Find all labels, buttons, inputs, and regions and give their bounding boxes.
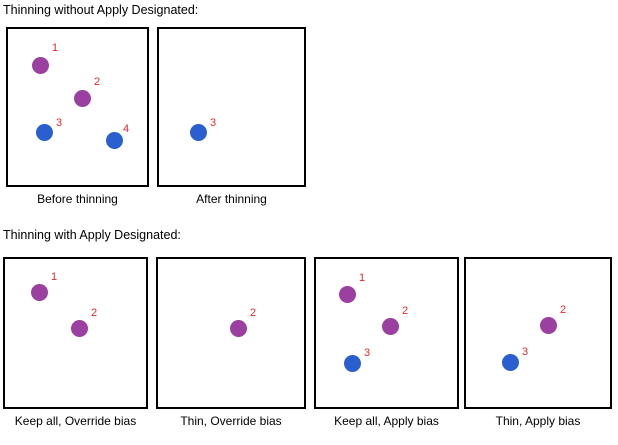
caption-thin-override-bias: Thin, Override bias [180,414,282,428]
point-2-purple [71,320,88,337]
point-2-purple [74,90,91,107]
caption-thin-apply-bias: Thin, Apply bias [495,414,581,428]
caption-keep-all-apply-bias: Keep all, Apply bias [334,414,439,428]
point-3-blue [36,124,53,141]
point-1-purple [339,286,356,303]
section-title-thinning-with-apply-designated: Thinning with Apply Designated: [3,228,181,242]
point-label-2: 2 [402,305,409,317]
caption-keep-all-override-bias: Keep all, Override bias [14,414,137,428]
point-3-blue [502,354,519,371]
point-label-1: 1 [51,271,58,283]
point-label-2: 2 [560,304,567,316]
panel-thin-apply-bias: 2 3 [464,257,612,409]
point-3-blue [190,124,207,141]
caption-before-thinning: Before thinning [37,192,118,206]
point-label-2: 2 [250,307,257,319]
point-label-2: 2 [91,307,98,319]
point-label-3: 3 [210,117,217,129]
point-2-purple [540,317,557,334]
panel-after-thinning: 3 [157,27,306,187]
panel-before-thinning: 1 2 3 4 [6,27,149,187]
panel-thin-override-bias: 2 [156,257,306,409]
point-label-4: 4 [123,123,130,135]
point-1-purple [31,284,48,301]
point-1-purple [32,57,49,74]
point-label-3: 3 [364,347,371,359]
panel-keep-all-override-bias: 1 2 [3,257,148,409]
point-3-blue [344,355,361,372]
point-2-purple [382,318,399,335]
point-label-2: 2 [94,76,101,88]
section-title-thinning-without-apply-designated: Thinning without Apply Designated: [3,3,199,17]
point-4-blue [106,132,123,149]
point-2-purple [230,320,247,337]
point-label-1: 1 [359,272,366,284]
point-label-3: 3 [522,346,529,358]
point-label-1: 1 [52,42,59,54]
caption-after-thinning: After thinning [196,192,267,206]
panel-keep-all-apply-bias: 1 2 3 [314,257,459,409]
point-label-3: 3 [56,117,63,129]
